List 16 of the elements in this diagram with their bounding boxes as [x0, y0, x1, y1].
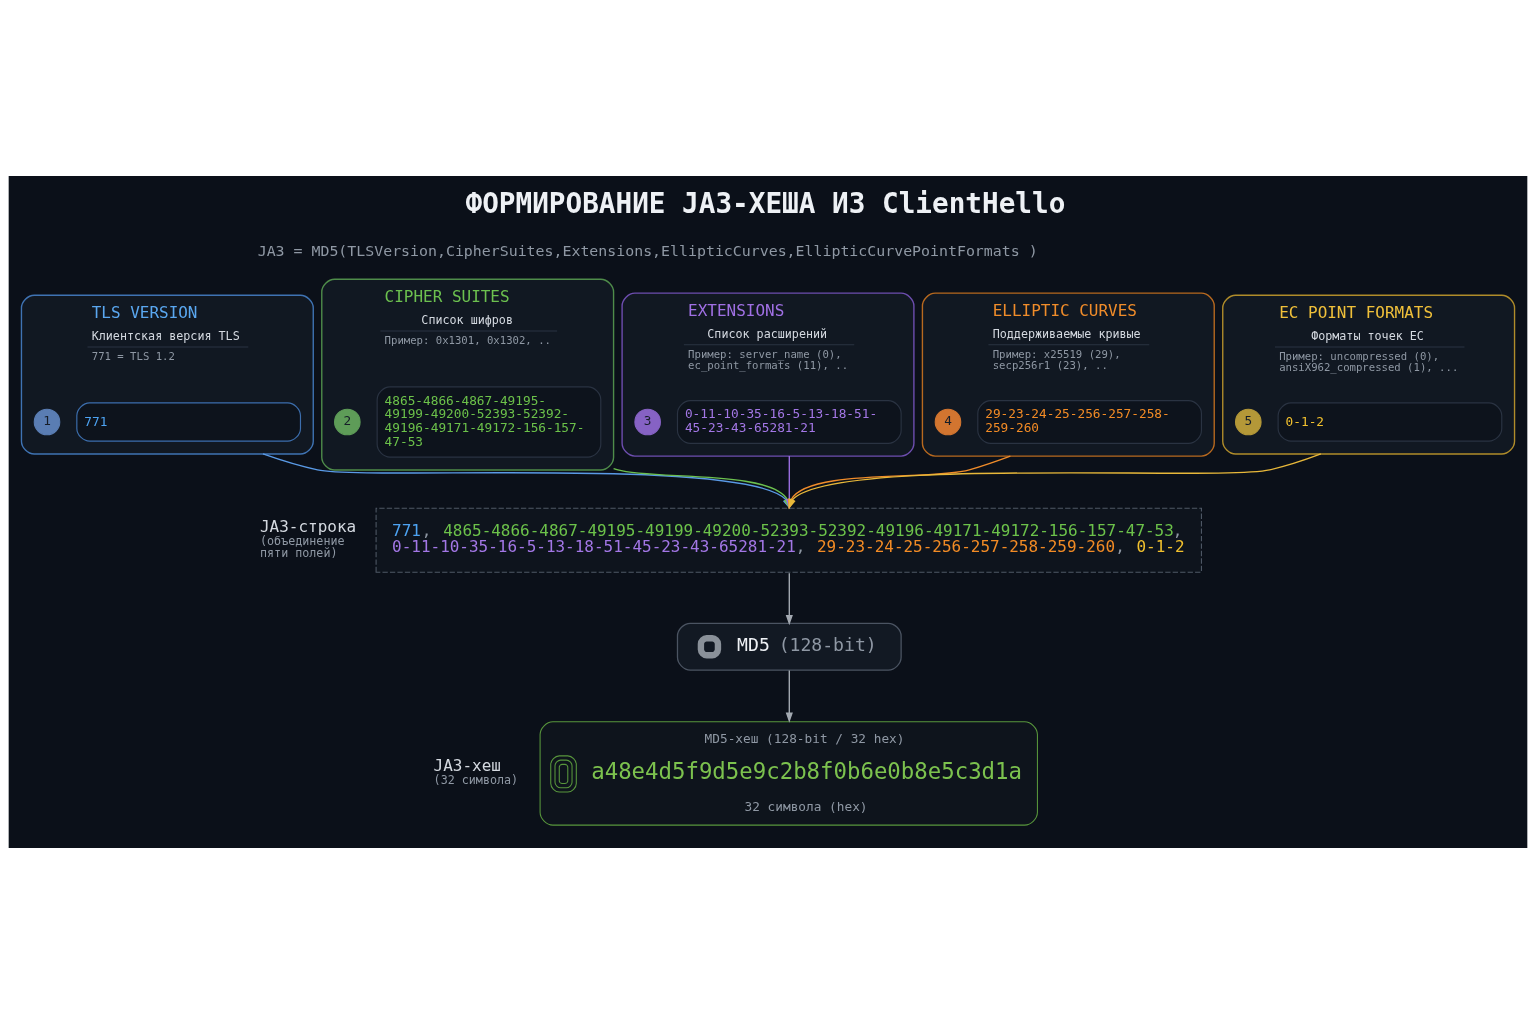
- node-box: 771: [76, 402, 302, 442]
- arrow: [785, 572, 793, 626]
- node-box: 0-11-10-35-16-5-13-18-51-45-23-43-65281-21: [676, 400, 902, 444]
- node-circle: 5: [1235, 408, 1262, 436]
- node-box: 4865-4866-4867-49195-49199-49200-52393-52392-49196-49171-49172-156-157-47-53: [376, 386, 602, 458]
- arrow: [785, 669, 793, 723]
- diagram-title: ФОРМИРОВАНИЕ JA3-ХЕША ИЗ ClientHello: [465, 186, 1066, 220]
- node-box: 0-1-2: [1277, 402, 1503, 442]
- node-circle: 2: [334, 408, 361, 436]
- node-circle: 4: [934, 408, 962, 436]
- node-circle: 1: [33, 408, 61, 436]
- label: JA3 = MD5(TLSVersion,CipherSuites,Extensions,EllipticCurves,EllipticCurvePointFormats ): [257, 241, 1038, 260]
- node-box: MD5 (128-bit): [676, 622, 902, 671]
- node-circle: 3: [634, 408, 661, 436]
- node-box: 29-23-24-25-256-257-258-259-260: [977, 400, 1203, 444]
- node-label: (32 символа): [433, 772, 519, 787]
